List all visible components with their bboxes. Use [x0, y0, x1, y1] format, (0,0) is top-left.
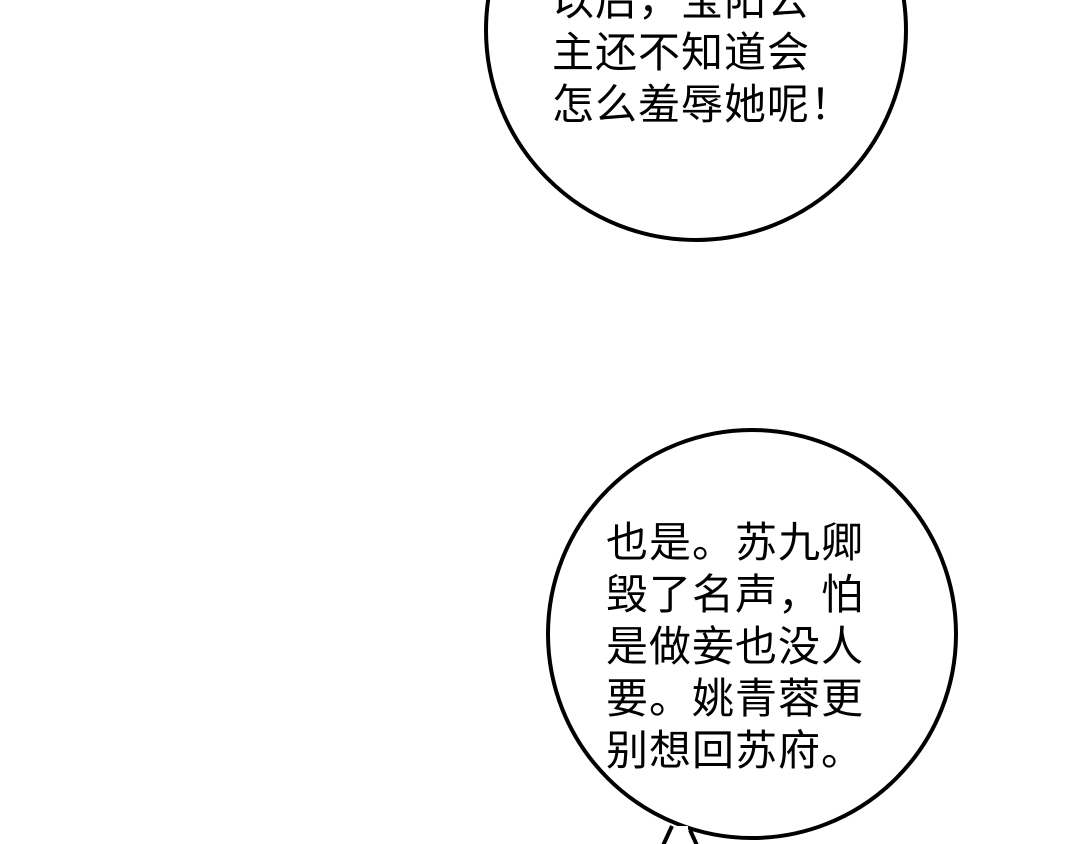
bubble-line: 也是。苏九卿 [606, 518, 865, 567]
bubble-line: 以后，宝阳公 [552, 0, 811, 25]
bubble-line: 别想回苏府。 [606, 726, 865, 775]
bubble-line: 是做妾也没人 [606, 622, 865, 671]
speech-bubble-bottom-outline [546, 428, 958, 840]
bubble-line: 主还不知道会 [552, 28, 811, 77]
speech-bubble-bottom-tail [661, 825, 699, 844]
bubble-line: 毁了名声，怕 [606, 570, 865, 619]
speech-bubble-top-outline [484, 0, 908, 242]
speech-bubble-bottom-text: 也是。苏九卿 毁了名声，怕 是做妾也没人 要。姚青蓉更 别想回苏府。 [606, 517, 864, 777]
bubble-line: 要。姚青蓉更 [606, 674, 865, 723]
speech-bubble-top-text: 以后，宝阳公 主还不知道会 怎么羞辱她呢！ [552, 0, 853, 131]
bubble-line: 怎么羞辱她呢！ [552, 80, 854, 129]
